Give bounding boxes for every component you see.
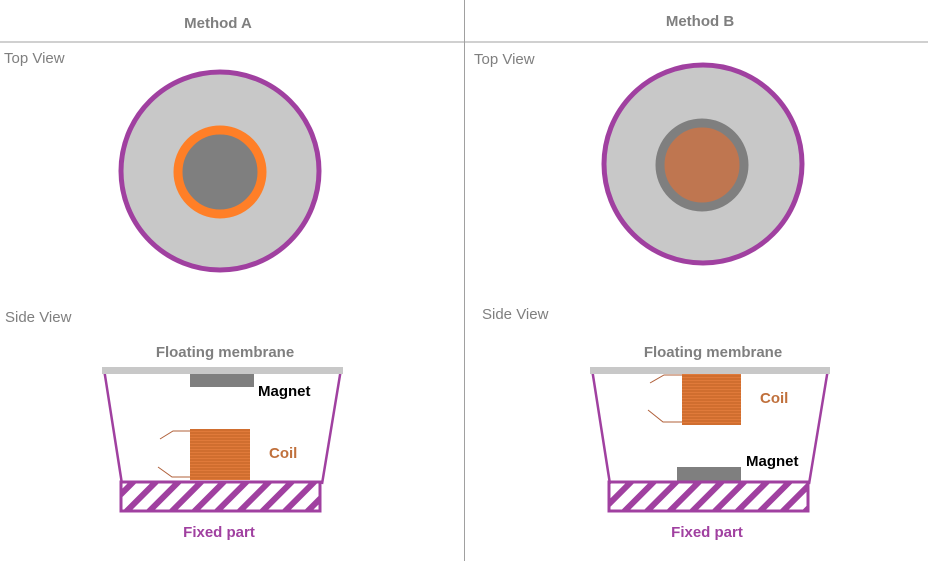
housing-right-wall bbox=[320, 368, 343, 485]
housing-right-wall bbox=[807, 368, 830, 485]
membrane-label: Floating membrane bbox=[156, 344, 294, 361]
coil-lead-top bbox=[159, 430, 190, 440]
side-view: Floating membrane Magnet Coil Fixed part bbox=[102, 344, 343, 541]
fixed-part-label: Fixed part bbox=[671, 524, 743, 541]
coil-lead-top bbox=[649, 374, 682, 384]
magnet-ring bbox=[655, 118, 749, 212]
housing-left-wall bbox=[102, 368, 124, 485]
coil-lead-bottom bbox=[157, 466, 190, 478]
column-header: Method A bbox=[184, 15, 252, 32]
side-view-label: Side View bbox=[5, 309, 72, 326]
fixed-part bbox=[607, 480, 810, 513]
magnet-label: Magnet bbox=[258, 383, 311, 400]
coil-label: Coil bbox=[269, 445, 297, 462]
membrane-label: Floating membrane bbox=[644, 344, 782, 361]
housing-left-wall bbox=[590, 368, 612, 485]
column-method-a: Method A Top View Side View Floating mem… bbox=[4, 15, 343, 541]
coil-ring bbox=[173, 125, 267, 219]
top-view bbox=[118, 69, 322, 273]
column-method-b: Method B Top View Side View Floating mem… bbox=[474, 13, 830, 541]
magnet-label: Magnet bbox=[746, 453, 799, 470]
top-view-label: Top View bbox=[474, 51, 535, 68]
side-view: Floating membrane Coil Magnet Fixed part bbox=[590, 344, 830, 541]
magnet bbox=[677, 467, 741, 481]
side-view-label: Side View bbox=[482, 306, 549, 323]
top-view-label: Top View bbox=[4, 50, 65, 67]
magnet bbox=[190, 374, 254, 387]
fixed-part-label: Fixed part bbox=[183, 524, 255, 541]
top-view bbox=[601, 62, 805, 266]
coil bbox=[682, 374, 741, 425]
column-header: Method B bbox=[666, 13, 734, 30]
floating-membrane bbox=[590, 367, 830, 374]
coil bbox=[190, 429, 250, 480]
fixed-part bbox=[119, 480, 322, 513]
coil-label: Coil bbox=[760, 390, 788, 407]
coil-lead-bottom bbox=[647, 409, 682, 423]
floating-membrane bbox=[102, 367, 343, 374]
